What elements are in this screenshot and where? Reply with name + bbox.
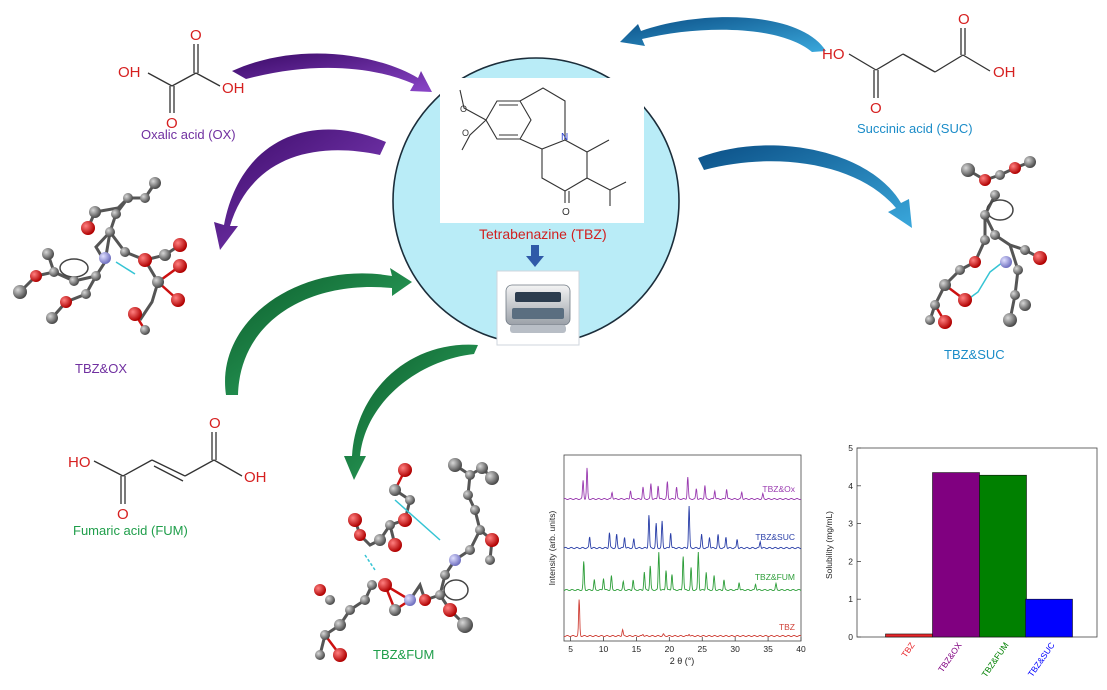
arrow-ox-to-tbz xyxy=(232,53,432,92)
tbz-structure xyxy=(459,87,627,206)
fumaric-ho: HO xyxy=(68,454,91,471)
pxrd-x-axis: 5 10 15 20 25 30 35 40 xyxy=(568,637,806,654)
solubility-bars xyxy=(885,472,1073,638)
label-succinic-acid: Succinic acid (SUC) xyxy=(857,121,973,136)
pxrd-x-tick-label: 35 xyxy=(763,644,773,654)
pxrd-x-tick-label: 30 xyxy=(730,644,740,654)
pxrd-y-axis-label: Intensity (arb. units) xyxy=(547,511,557,586)
succinic-o-bottom: O xyxy=(870,100,882,117)
oxalic-acid-structure xyxy=(147,44,221,113)
pxrd-series-labels: TBZ TBZ&FUM TBZ&SUC TBZ&Ox xyxy=(755,484,796,632)
succinic-acid-structure xyxy=(848,28,991,98)
solubility-x-label-tbz-fum: TBZ&FUM xyxy=(979,640,1010,679)
solubility-x-axis: TBZ TBZ&OX TBZ&FUM TBZ&SUC xyxy=(899,640,1056,679)
pxrd-x-tick-label: 20 xyxy=(665,644,675,654)
pxrd-legend-tbz: TBZ xyxy=(779,622,795,632)
succinic-o-top: O xyxy=(958,11,970,28)
fumaric-acid-structure xyxy=(93,432,243,504)
pxrd-x-axis-label: 2 θ (°) xyxy=(670,656,695,666)
succinic-oh: OH xyxy=(993,64,1016,81)
label-tbz-suc: TBZ&SUC xyxy=(944,347,1005,362)
solubility-y-axis: 0 1 2 3 4 5 xyxy=(848,443,861,642)
solubility-x-label-tbz: TBZ xyxy=(899,640,916,659)
arrow-tbz-to-tbzfum xyxy=(344,344,478,480)
pxrd-series-tbz xyxy=(563,599,802,637)
solubility-y-tick-label: 5 xyxy=(848,443,853,453)
arrow-tbz-to-tbzsuc xyxy=(698,145,912,228)
tbzsuc-crystal-structure xyxy=(925,156,1047,329)
tbzox-crystal-structure xyxy=(13,177,187,335)
solubility-y-tick-label: 4 xyxy=(848,481,853,491)
pxrd-x-tick-label: 10 xyxy=(599,644,609,654)
pxrd-x-tick-label: 25 xyxy=(698,644,708,654)
label-tbz-ox: TBZ&OX xyxy=(75,361,128,376)
arrow-fum-to-tbz xyxy=(225,268,412,395)
fumaric-oh: OH xyxy=(244,469,267,486)
solubility-x-label-tbz-ox: TBZ&OX xyxy=(936,640,964,674)
tbz-methoxy-o-1: O xyxy=(460,104,467,114)
solubility-bar-tbz-ox xyxy=(932,472,980,638)
oxalic-o-top: O xyxy=(190,27,202,44)
oxalic-o-bottom: O xyxy=(166,115,178,132)
oxalic-oh-right: OH xyxy=(222,80,245,97)
label-tetrabenazine: Tetrabenazine (TBZ) xyxy=(479,226,607,242)
solubility-y-axis-label: Solubility (mg/mL) xyxy=(824,511,834,579)
pxrd-x-tick-label: 5 xyxy=(568,644,573,654)
solubility-bar-tbz-fum xyxy=(979,474,1027,638)
tbz-methoxy-o-2: O xyxy=(462,128,469,138)
solubility-y-tick-label: 0 xyxy=(848,632,853,642)
pxrd-x-tick-label: 15 xyxy=(632,644,642,654)
solubility-chart: 0 1 2 3 4 5 TBZ TBZ&OX TBZ&FUM TBZ&SUC Solubilit… xyxy=(824,443,1098,679)
down-arrow xyxy=(526,245,544,267)
oxalic-oh-left: OH xyxy=(118,64,141,81)
xrd-instrument-icon xyxy=(496,270,580,346)
pxrd-series-tbz-fum xyxy=(563,551,802,592)
solubility-y-tick-label: 1 xyxy=(848,594,853,604)
solubility-y-tick-label: 2 xyxy=(848,556,853,566)
pxrd-legend-tbz-suc: TBZ&SUC xyxy=(755,532,795,542)
label-fumaric-acid: Fumaric acid (FUM) xyxy=(73,523,188,538)
solubility-x-label-tbz-suc: TBZ&SUC xyxy=(1026,640,1057,678)
pxrd-series-group xyxy=(563,467,802,637)
fumaric-o-bottom: O xyxy=(117,506,129,523)
tbz-nitrogen: N xyxy=(561,132,568,143)
arrow-tbz-to-tbzox xyxy=(214,129,386,250)
solubility-bar-tbz xyxy=(885,633,933,638)
solubility-y-tick-label: 3 xyxy=(848,519,853,529)
pxrd-series-tbz-ox xyxy=(563,467,802,500)
pxrd-legend-tbz-fum: TBZ&FUM xyxy=(755,572,795,582)
pxrd-x-tick-label: 40 xyxy=(796,644,806,654)
label-tbz-fum: TBZ&FUM xyxy=(373,647,435,662)
solubility-bar-tbz-suc xyxy=(1025,598,1073,638)
arrow-suc-to-tbz xyxy=(620,17,826,52)
tbz-ketone-o: O xyxy=(562,207,570,218)
succinic-ho: HO xyxy=(822,46,845,63)
pxrd-legend-tbz-ox: TBZ&Ox xyxy=(762,484,795,494)
fumaric-o-top: O xyxy=(209,415,221,432)
tbzfum-crystal-structure xyxy=(314,458,499,662)
pxrd-series-tbz-suc xyxy=(563,505,802,550)
label-oxalic-acid: Oxalic acid (OX) xyxy=(141,127,236,142)
